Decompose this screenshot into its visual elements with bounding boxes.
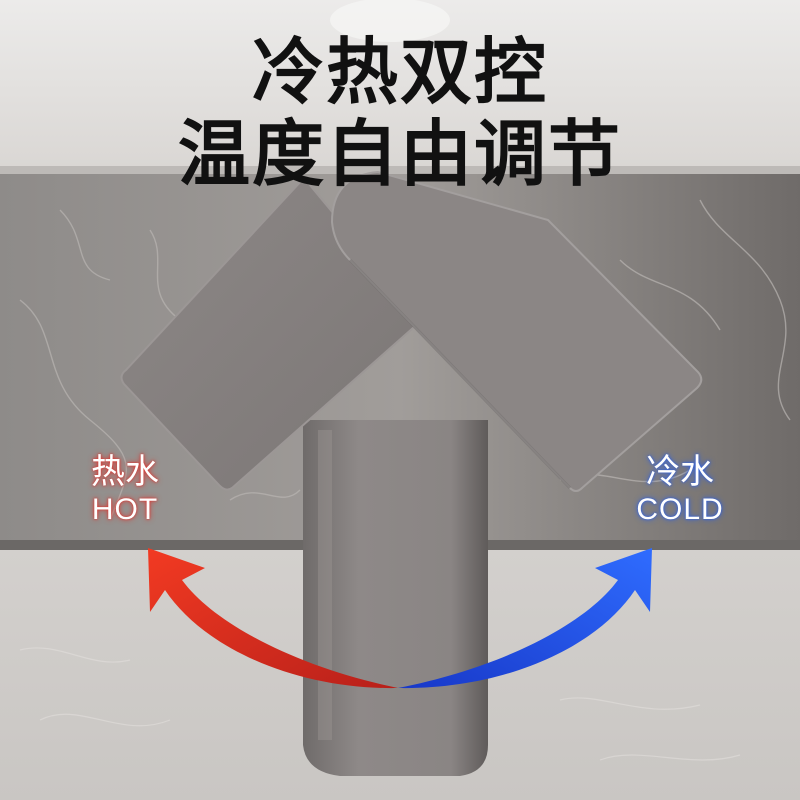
cold-label-cn: 冷水 xyxy=(646,452,714,492)
hot-water-label: 热水 HOT xyxy=(70,452,180,528)
hot-label-en: HOT xyxy=(91,493,159,526)
faucet-lever-right[interactable] xyxy=(330,170,703,492)
cold-arrow xyxy=(398,548,652,689)
headline-line-2: 温度自由调节 xyxy=(177,112,622,196)
hot-label-cn: 热水 xyxy=(91,452,159,492)
headline-line-1: 冷热双控 xyxy=(251,30,548,114)
hot-arrow xyxy=(148,548,398,689)
faucet-body-highlight xyxy=(318,430,332,740)
lever-edge-shadow xyxy=(348,258,572,490)
counter-texture xyxy=(19,647,741,761)
cold-label-en: COLD xyxy=(636,493,724,526)
slab-top-edge xyxy=(0,166,800,174)
faucet-body xyxy=(303,420,488,776)
cold-water-label: 冷水 COLD xyxy=(620,452,740,528)
wall-light xyxy=(330,0,450,42)
